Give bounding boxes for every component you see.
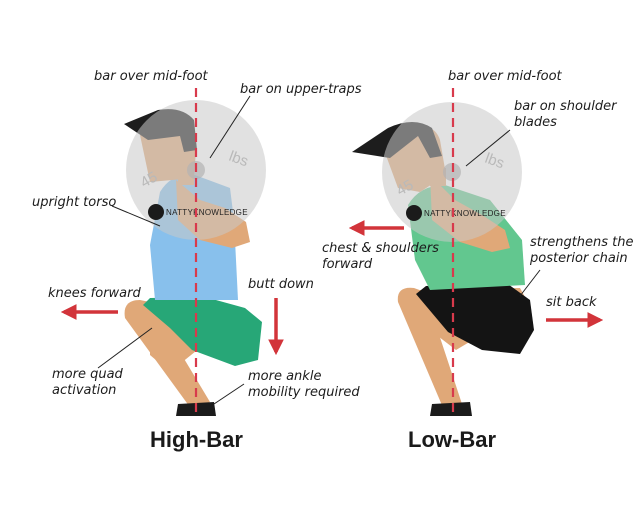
- high-bar-upper-traps-label: bar on upper-traps: [240, 82, 362, 97]
- high-bar-plate-number: 45: [138, 168, 161, 191]
- low-bar-shoulder-blades-label-line1: bar on shoulder: [514, 99, 618, 114]
- low-bar-figure: lbs 45 NATTYKNOWLEDGE: [352, 102, 534, 416]
- high-bar-torso-label: upright torso: [32, 195, 116, 210]
- low-bar-sit-back-label: sit back: [546, 295, 597, 310]
- leader-upright-torso: [111, 205, 161, 227]
- high-bar-logo-text: NATTYKNOWLEDGE: [166, 208, 248, 217]
- low-bar-plate-unit: lbs: [483, 150, 507, 173]
- low-bar-chest-label-line2: forward: [322, 257, 373, 272]
- high-bar-knees-label: knees forward: [48, 286, 141, 301]
- high-bar-quad-label-line2: activation: [52, 383, 116, 398]
- high-bar-ankle-label-line2: mobility required: [248, 385, 360, 400]
- leader-posterior: [519, 269, 541, 297]
- low-bar-title: Low-Bar: [408, 427, 496, 452]
- high-bar-mid-foot-label: bar over mid-foot: [94, 69, 209, 84]
- leader-lines: [97, 95, 541, 405]
- low-bar-plate-number: 45: [394, 176, 417, 199]
- low-bar-shorts: [416, 282, 534, 354]
- high-bar-butt-label: butt down: [248, 277, 314, 292]
- low-bar-posterior-label-line1: strengthens the: [530, 235, 634, 250]
- low-bar-logo: NATTYKNOWLEDGE: [406, 205, 506, 221]
- low-bar-mid-foot-label: bar over mid-foot: [448, 69, 563, 84]
- low-bar-shin: [397, 287, 462, 410]
- leader-upper-traps: [209, 95, 251, 159]
- low-bar-logo-badge-icon: [406, 205, 422, 221]
- high-bar-logo-badge-icon: [148, 204, 164, 220]
- high-bar-title: High-Bar: [150, 427, 243, 452]
- high-bar-plate-unit: lbs: [227, 148, 251, 171]
- leader-ankle: [213, 383, 245, 405]
- leader-quad: [97, 327, 153, 369]
- high-bar-shorts: [143, 297, 262, 366]
- low-bar-shoulder-blades-label-line2: blades: [514, 115, 557, 130]
- leader-shoulder-blades: [465, 129, 511, 167]
- low-bar-logo-text: NATTYKNOWLEDGE: [424, 209, 506, 218]
- low-bar-posterior-label-line2: posterior chain: [529, 251, 628, 266]
- high-bar-quad-label-line1: more quad: [52, 367, 124, 382]
- low-bar-chest-label-line1: chest & shoulders: [322, 241, 439, 256]
- high-bar-logo: NATTYKNOWLEDGE: [148, 204, 248, 220]
- high-bar-ankle-label-line1: more ankle: [248, 369, 321, 384]
- high-bar-shin: [124, 300, 210, 410]
- low-bar-shoe: [430, 402, 472, 416]
